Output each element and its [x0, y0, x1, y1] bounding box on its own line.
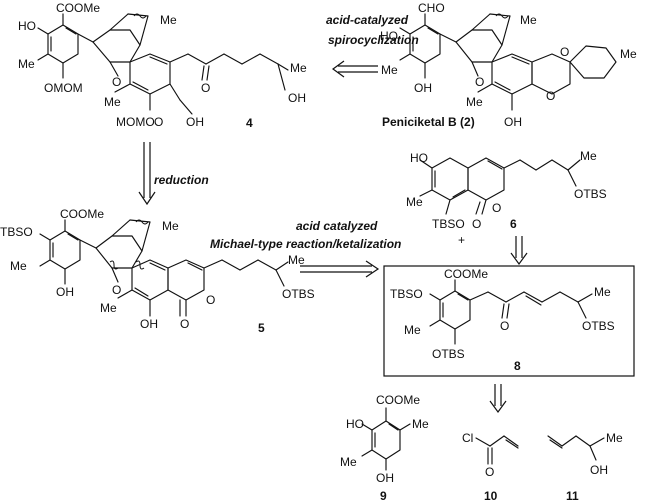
methyl-label: Me	[404, 323, 421, 337]
ester-label: COOMe	[444, 267, 488, 281]
arrow-6-to-8	[510, 236, 528, 266]
ring-oxygen-label: O	[475, 75, 484, 89]
peniciketal-b-structure: HO CHO Me OH O Me OH O O Me Me Peniciket…	[380, 1, 637, 129]
carbonyl-oxygen-label: O	[485, 465, 494, 479]
ring-oxygen-label: O	[154, 115, 163, 129]
methyl-label: Me	[620, 47, 637, 61]
tbso-label: TBSO	[390, 287, 423, 301]
ring-oxygen-label: O	[546, 89, 555, 103]
hydroxy-label: HO	[380, 29, 398, 43]
ring-oxygen-label: O	[112, 75, 121, 89]
methyl-label: Me	[406, 195, 423, 209]
hydroxy-label: HO	[346, 417, 364, 431]
chlorine-label: Cl	[462, 431, 473, 445]
ketone-oxygen-label: O	[201, 81, 210, 95]
hydroxy-label: OH	[504, 115, 522, 129]
methyl-label: Me	[290, 61, 307, 75]
hydroxy-label: HO	[18, 19, 36, 33]
methyl-label: Me	[10, 259, 27, 273]
otbs-label: OTBS	[574, 187, 607, 201]
methyl-label: Me	[160, 13, 177, 27]
methyl-label: Me	[594, 285, 611, 299]
methyl-label: Me	[606, 431, 623, 445]
compound-11-structure: Me OH 11	[547, 431, 623, 503]
omom-label: OMOM	[44, 81, 83, 95]
arrow-reduction: reduction	[138, 142, 209, 206]
hydroxy-label: OH	[140, 317, 158, 331]
methyl-label: Me	[412, 417, 429, 431]
tbso-label: TBSO	[432, 217, 465, 231]
hydroxy-label: HO	[410, 151, 428, 165]
spirocyclization-condition-line-2: spirocyclization	[328, 33, 419, 47]
ester-label: COOMe	[376, 393, 420, 407]
compound-6-structure: HO Me TBSO O O Me OTBS 6 +	[406, 149, 607, 247]
methyl-label: Me	[100, 301, 117, 315]
compound-11-number: 11	[566, 489, 579, 503]
carbonyl-oxygen-label: O	[472, 217, 481, 231]
ketone-oxygen-label: O	[500, 319, 509, 333]
plus-sign: +	[458, 233, 465, 247]
compound-4-number: 4	[246, 116, 253, 130]
hydroxy-label: OH	[56, 285, 74, 299]
hydroxy-label: OH	[288, 91, 306, 105]
otbs-label: OTBS	[282, 287, 315, 301]
otbs-label: OTBS	[432, 347, 465, 361]
methyl-label: Me	[162, 219, 179, 233]
compound-6-number: 6	[510, 217, 517, 231]
ring-oxygen-label: O	[206, 293, 215, 307]
ester-label: COOMe	[56, 1, 100, 15]
compound-10-number: 10	[484, 489, 498, 503]
methyl-label: Me	[580, 149, 597, 163]
compound-5-number: 5	[258, 321, 265, 335]
compound-9-number: 9	[380, 489, 387, 503]
spirocyclization-condition-line-1: acid-catalyzed	[326, 13, 409, 27]
hydroxy-label: OH	[414, 81, 432, 95]
hydroxy-label: OH	[376, 471, 394, 485]
compound-8-number: 8	[514, 359, 521, 373]
methyl-label: Me	[18, 57, 35, 71]
momo-label: MOMO	[116, 115, 155, 129]
methyl-label: Me	[520, 13, 537, 27]
hydroxy-label: OH	[590, 463, 608, 477]
michael-condition-line-1: acid catalyzed	[296, 219, 378, 233]
ring-oxygen-label: O	[112, 283, 121, 297]
peniciketal-b-name: Peniciketal B (2)	[382, 115, 475, 129]
compound-4-structure: HO COOMe Me OMOM O Me MOMO O OH O Me Me …	[18, 1, 307, 130]
ester-label: COOMe	[60, 207, 104, 221]
methyl-label: Me	[466, 95, 483, 109]
arrow-8-to-building-blocks	[489, 384, 507, 414]
carbonyl-oxygen-label: O	[180, 317, 189, 331]
compound-10-structure: Cl O 10	[462, 431, 519, 503]
ring-oxygen-label: O	[492, 201, 501, 215]
reduction-condition: reduction	[154, 173, 209, 187]
methyl-label: Me	[381, 63, 398, 77]
otbs-label: OTBS	[582, 319, 615, 333]
michael-condition-line-2: Michael-type reaction/ketalization	[210, 237, 401, 251]
arrow-spirocyclization: acid-catalyzed spirocyclization	[326, 13, 419, 78]
compound-9-structure: COOMe HO Me Me OH 9	[340, 393, 429, 503]
ring-oxygen-label: O	[560, 45, 569, 59]
compound-5-structure: TBSO COOMe Me OH O Me OH O O Me Me OTBS …	[0, 207, 315, 335]
arrow-michael-ketalization: acid catalyzed Michael-type reaction/ket…	[210, 219, 401, 278]
hydroxy-label: OH	[186, 115, 204, 129]
compound-8-box: COOMe TBSO Me OTBS O Me OTBS 8	[383, 265, 635, 377]
methyl-label: Me	[104, 95, 121, 109]
tbso-label: TBSO	[0, 225, 33, 239]
methyl-label: Me	[340, 455, 357, 469]
methyl-label: Me	[288, 253, 305, 267]
aldehyde-label: CHO	[418, 1, 445, 15]
